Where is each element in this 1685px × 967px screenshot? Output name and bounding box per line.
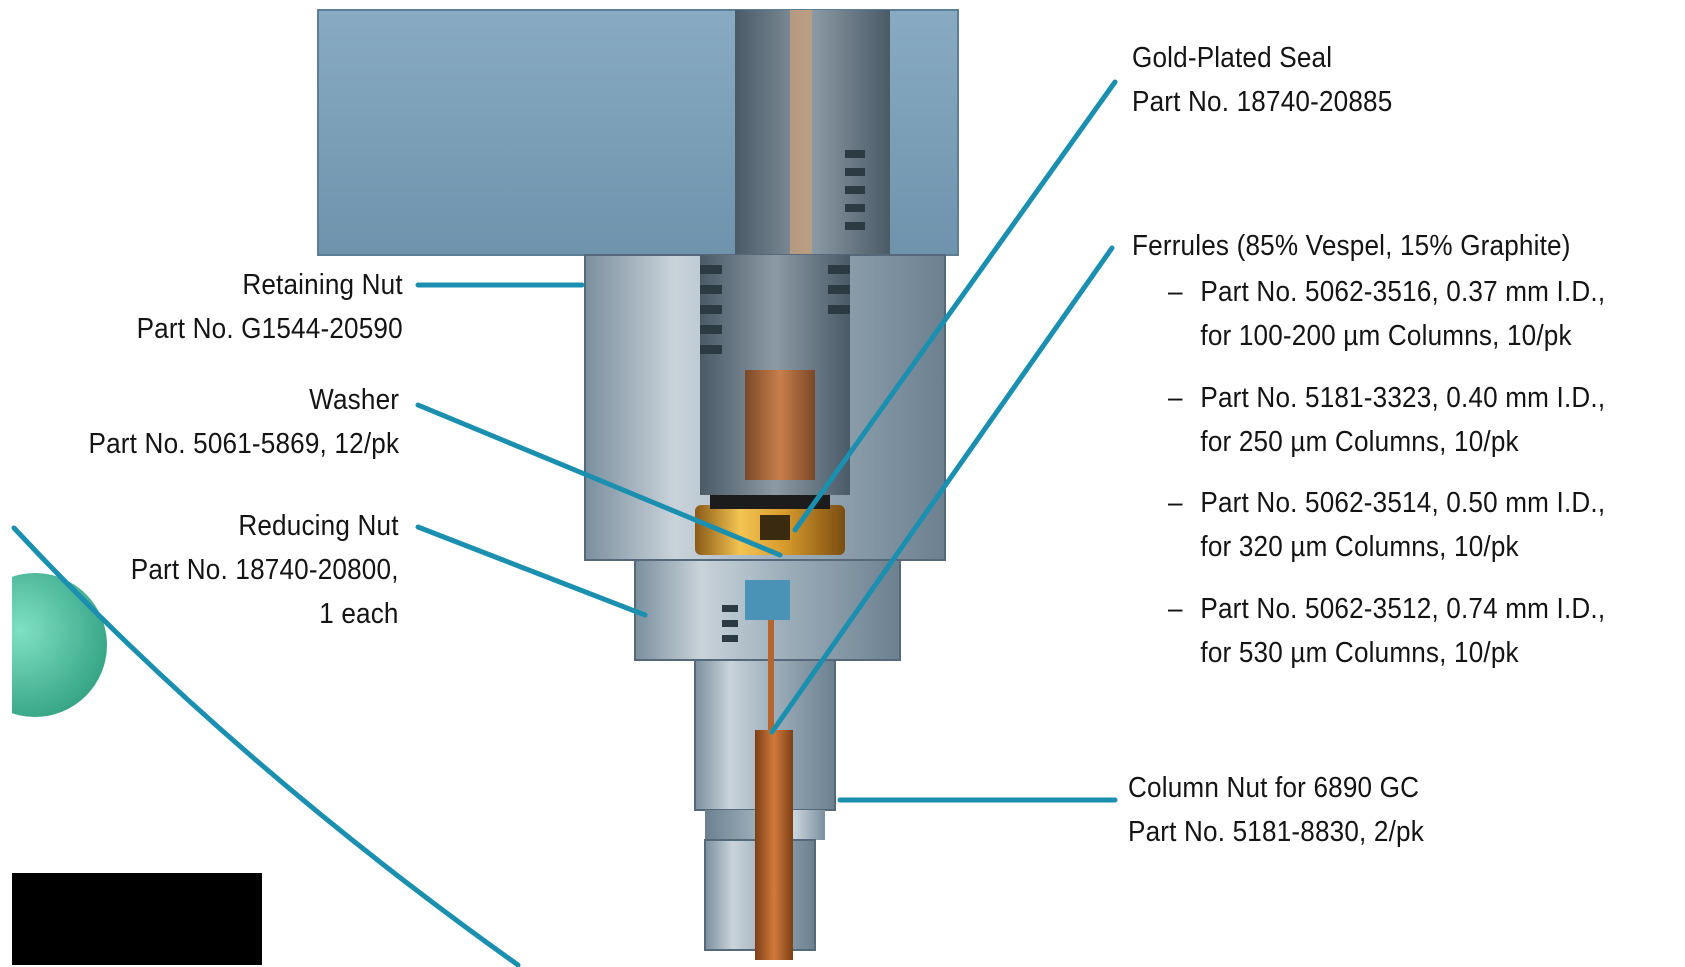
liner-tube (735, 10, 890, 255)
ferrule-item-2-line2: for 250 µm Columns, 10/pk (1200, 426, 1519, 458)
reducing-nut-qty: 1 each (319, 598, 399, 630)
green-sphere (0, 573, 107, 717)
retaining-nut-label: Retaining Nut Part No. G1544-20590 (137, 263, 403, 351)
ferrule-item-1-line1: Part No. 5062-3516, 0.37 mm I.D., (1200, 276, 1606, 308)
ferrule-item-dash: – (1168, 593, 1183, 625)
ferrule-item-4-line1: Part No. 5062-3512, 0.74 mm I.D., (1200, 593, 1606, 625)
ferrule-item-3-line1: Part No. 5062-3514, 0.50 mm I.D., (1200, 487, 1606, 519)
ferrule-item-4-line2: for 530 µm Columns, 10/pk (1200, 637, 1519, 669)
ferrules-label: Ferrules (85% Vespel, 15% Graphite) (1132, 224, 1571, 268)
ferrule-item-dash: – (1168, 382, 1183, 414)
ferrule-item-1-line2: for 100-200 µm Columns, 10/pk (1200, 320, 1572, 352)
leader-lines (11, 79, 1118, 967)
retaining-nut-part: Part No. G1544-20590 (136, 313, 403, 345)
gold-seal-label: Gold-Plated Seal Part No. 18740-20885 (1132, 36, 1392, 124)
leader-gold-seal (792, 79, 1118, 533)
gold-seal-title: Gold-Plated Seal (1132, 42, 1333, 74)
ferrule-item-4: –Part No. 5062-3512, 0.74 mm I.D., for 5… (1168, 587, 1605, 675)
ferrule-item-dash: – (1168, 487, 1183, 519)
ferrule-item-2-line1: Part No. 5181-3323, 0.40 mm I.D., (1200, 382, 1606, 414)
column-nut-label: Column Nut for 6890 GC Part No. 5181-883… (1128, 766, 1424, 854)
reducing-nut-part: Part No. 18740-20800, (131, 554, 399, 586)
black-box (12, 873, 262, 965)
column-nut-part: Part No. 5181-8830, 2/pk (1128, 816, 1424, 848)
ferrule (755, 730, 793, 960)
leader-reducing-nut (415, 524, 648, 618)
reducing-nut-label: Reducing Nut Part No. 18740-20800, 1 eac… (131, 504, 399, 636)
leader-sweep-curve (11, 525, 521, 967)
ferrule-item-3-line2: for 320 µm Columns, 10/pk (1200, 531, 1519, 563)
ferrule-item-3: –Part No. 5062-3514, 0.50 mm I.D., for 3… (1168, 481, 1605, 569)
ferrule-item-dash: – (1168, 276, 1183, 308)
reducing-nut-title: Reducing Nut (238, 510, 399, 542)
gold-seal-part: Part No. 18740-20885 (1132, 86, 1393, 118)
leader-ferrules (769, 245, 1115, 735)
washer-title: Washer (308, 384, 399, 416)
ferrules-title: Ferrules (85% Vespel, 15% Graphite) (1132, 230, 1571, 262)
block-threads (845, 150, 865, 230)
retaining-nut-title: Retaining Nut (242, 269, 403, 301)
nut-threads (700, 265, 850, 354)
column-nut-title: Column Nut for 6890 GC (1128, 772, 1420, 804)
ferrule-item-1: –Part No. 5062-3516, 0.37 mm I.D., for 1… (1168, 270, 1605, 358)
ferrule-item-2: –Part No. 5181-3323, 0.40 mm I.D., for 2… (1168, 376, 1605, 464)
leader-washer (415, 402, 783, 558)
washer-part: Part No. 5061-5869, 12/pk (88, 428, 399, 460)
washer-label: Washer Part No. 5061-5869, 12/pk (88, 378, 399, 466)
